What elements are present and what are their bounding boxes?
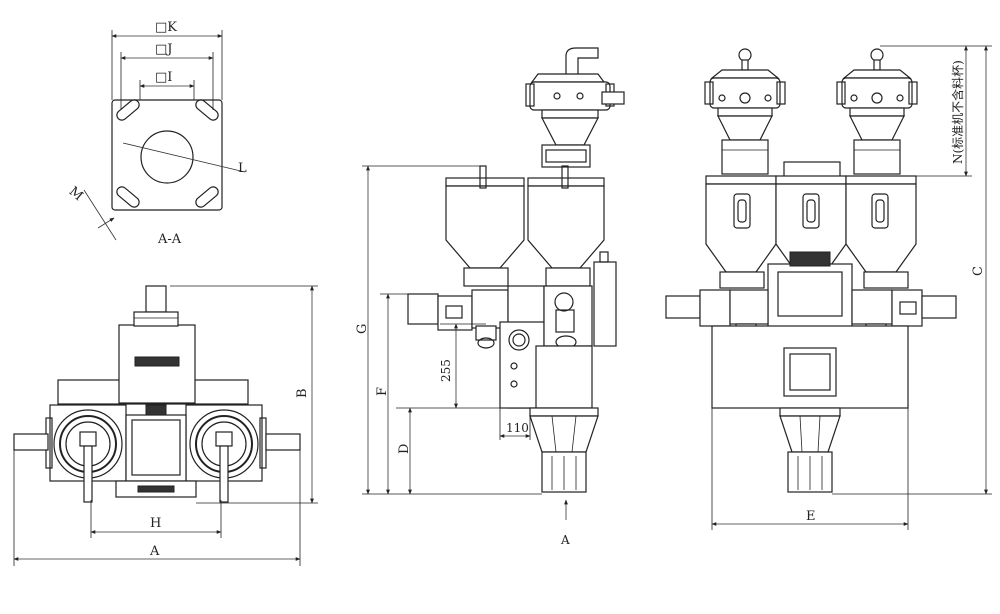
- label-255: 255: [439, 359, 453, 382]
- center-hole: [140, 130, 194, 184]
- label-A: A: [149, 544, 160, 559]
- label-H: H: [150, 516, 161, 531]
- label-F: F: [375, 387, 390, 396]
- label-N: N(标准机不含料杯): [950, 60, 965, 164]
- label-section-aa: A-A: [157, 232, 182, 247]
- top-view: H A B: [13, 285, 318, 566]
- side-view: G F D 255 110 A: [355, 47, 625, 547]
- front-view: C N(标准机不含料杯) E: [665, 45, 992, 530]
- label-110: 110: [506, 421, 529, 435]
- label-K: □K: [155, 20, 177, 35]
- label-G: G: [355, 324, 370, 334]
- label-L: L: [238, 161, 247, 176]
- label-I: □I: [155, 70, 172, 85]
- label-D: D: [397, 444, 412, 454]
- label-arrow-A: A: [560, 533, 570, 547]
- label-M: M: [66, 184, 86, 204]
- label-J: □J: [155, 42, 173, 57]
- section-aa-view: □K □J □I L M A-A: [66, 20, 247, 247]
- label-C: C: [971, 266, 986, 276]
- label-B: B: [295, 388, 310, 398]
- label-E: E: [806, 509, 816, 524]
- base-plate: [111, 99, 223, 211]
